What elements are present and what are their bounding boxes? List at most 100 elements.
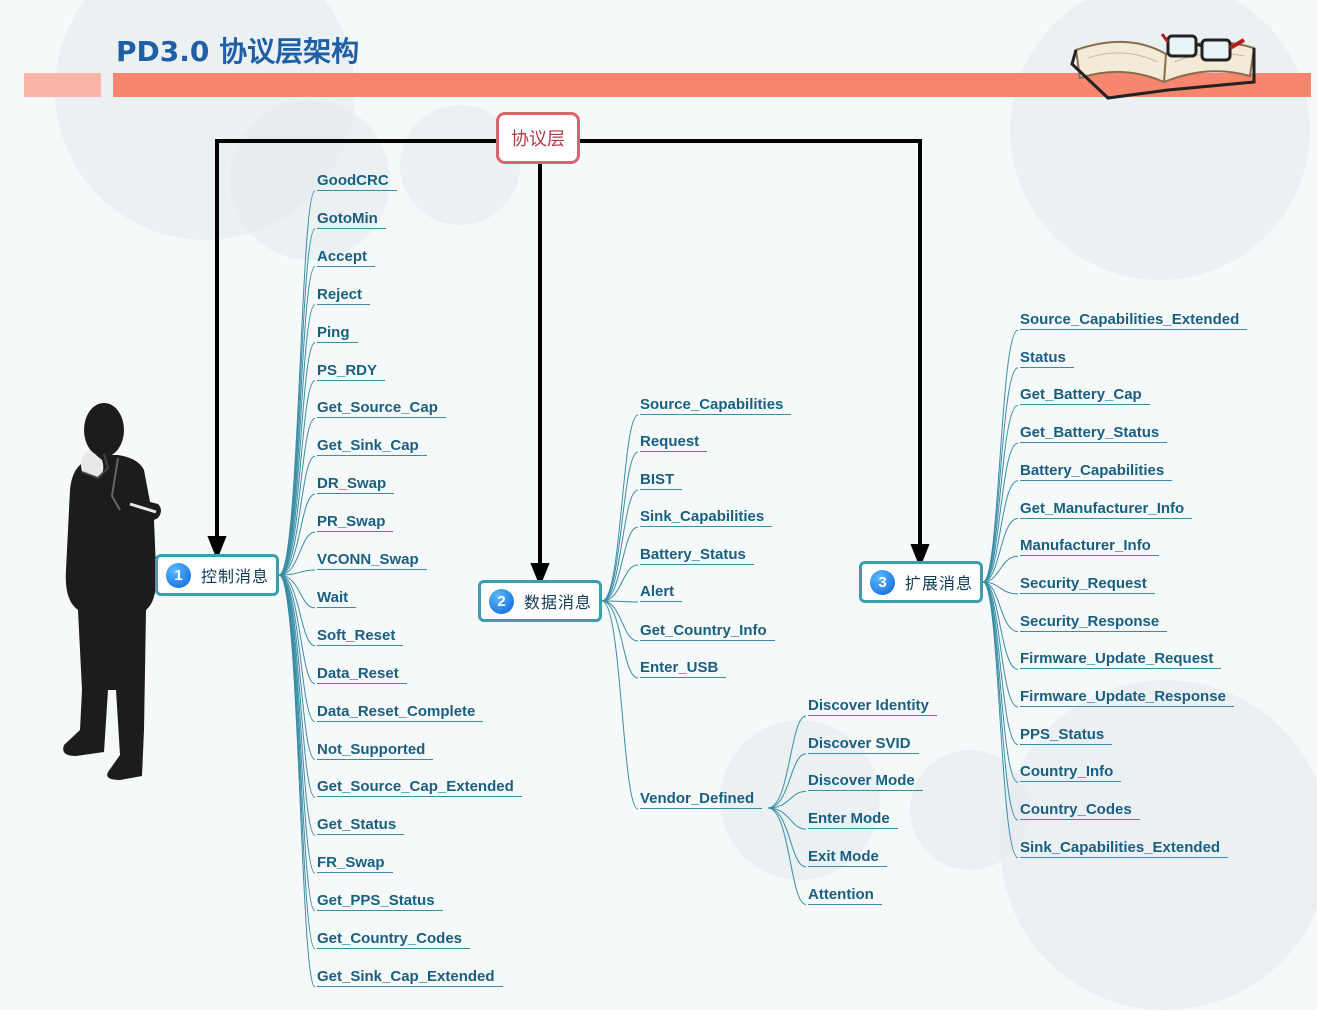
page-title: PD3.0 协议层架构 [116,35,360,68]
category-node-data-messages[interactable]: 2 数据消息 [478,580,602,622]
category-node-control-messages[interactable]: 1 控制消息 [155,554,279,596]
message-leaf[interactable]: Exit Mode [808,848,887,867]
message-leaf[interactable]: FR_Swap [317,854,393,874]
message-leaf[interactable]: BIST [640,471,683,490]
message-leaf[interactable]: Get_Battery_Cap [1020,386,1150,406]
message-leaf[interactable]: Get_Country_Info [640,622,775,641]
branch-line [601,600,639,679]
branch-line [982,480,1019,583]
message-leaf[interactable]: Get_PPS_Status [317,892,443,912]
branch-line [278,342,316,576]
bg-circle [1000,680,1317,1010]
branch-line [982,442,1019,583]
category-label: 控制消息 [201,567,270,586]
category-label: 数据消息 [524,593,593,612]
message-leaf[interactable]: Attention [808,886,882,905]
message-leaf[interactable]: Manufacturer_Info [1020,537,1159,557]
message-leaf[interactable]: Get_Battery_Status [1020,424,1168,444]
message-leaf[interactable]: Firmware_Update_Response [1020,688,1234,707]
message-leaf[interactable]: Get_Source_Cap [317,399,446,419]
branch-line [278,455,316,576]
root-to-control-arrow [207,139,496,560]
bg-circle [720,720,880,880]
message-leaf[interactable]: Discover SVID [808,735,919,754]
number-badge: 1 [166,562,191,588]
branch-line [278,266,316,576]
branch-line [982,581,1019,670]
message-leaf[interactable]: Data_Reset [317,665,407,684]
message-leaf[interactable]: Accept [317,248,376,267]
bg-circle [1010,0,1310,280]
branch-line [278,574,316,685]
message-leaf[interactable]: PS_RDY [317,362,386,381]
message-leaf[interactable]: GoodCRC [317,172,397,191]
message-leaf[interactable]: Battery_Status [640,546,754,565]
message-leaf[interactable]: Get_Sink_Cap_Extended [317,968,503,987]
message-leaf[interactable]: Enter Mode [808,810,898,830]
category-label: 扩展消息 [905,574,974,593]
message-leaf[interactable]: Vendor_Defined [640,790,763,809]
message-leaf[interactable]: Country_Info [1020,763,1122,783]
message-leaf[interactable]: Enter_USB [640,659,727,678]
branch-line [278,228,316,576]
branch-line [278,574,316,609]
message-leaf[interactable]: Data_Reset_Complete [317,703,484,722]
message-leaf[interactable]: PR_Swap [317,513,394,533]
branch-line [982,581,1019,859]
branch-line [278,531,316,576]
branch-line [601,414,639,602]
branch-line [278,493,316,576]
branch-line [982,581,1019,821]
branch-line [601,451,639,602]
branch-line [767,715,807,809]
bg-circle [230,100,390,260]
branch-line [278,574,316,988]
branch-line [767,753,807,809]
message-leaf[interactable]: VCONN_Swap [317,551,427,570]
branch-line [767,807,807,868]
root-node-protocol-layer[interactable]: 协议层 [496,112,580,164]
branch-line [982,404,1019,583]
message-leaf[interactable]: Discover Mode [808,772,923,792]
message-leaf[interactable]: Sink_Capabilities [640,508,773,527]
message-leaf[interactable]: Get_Manufacturer_Info [1020,500,1193,519]
branch-line [278,417,316,576]
message-leaf[interactable]: Country_Codes [1020,801,1140,821]
message-leaf[interactable]: Reject [317,286,371,305]
number-badge: 3 [870,569,895,595]
header-accent-bar [113,73,1311,97]
message-leaf[interactable]: Soft_Reset [317,627,404,646]
message-leaf[interactable]: PPS_Status [1020,726,1113,745]
message-leaf[interactable]: GotoMin [317,210,386,229]
message-leaf[interactable]: Security_Request [1020,575,1155,594]
message-leaf[interactable]: Wait [317,589,357,608]
message-leaf[interactable]: Status [1020,349,1074,368]
branch-line [601,526,639,602]
message-leaf[interactable]: Not_Supported [317,741,434,760]
message-leaf[interactable]: Firmware_Update_Request [1020,650,1222,670]
message-leaf[interactable]: Battery_Capabilities [1020,462,1173,481]
branch-line [767,790,807,809]
message-leaf[interactable]: Ping [317,324,358,343]
branch-line [982,329,1019,583]
message-leaf[interactable]: Get_Country_Codes [317,930,471,949]
branch-line [278,380,316,576]
message-leaf[interactable]: Security_Response [1020,613,1168,632]
branch-line [278,574,316,647]
category-node-extended-messages[interactable]: 3 扩展消息 [859,561,983,603]
message-leaf[interactable]: Get_Status [317,816,405,836]
message-leaf[interactable]: Discover Identity [808,697,937,716]
message-leaf[interactable]: Source_Capabilities [640,396,792,415]
branch-line [278,304,316,576]
branch-line [982,555,1019,583]
message-leaf[interactable]: Get_Sink_Cap [317,437,427,457]
message-leaf[interactable]: Get_Source_Cap_Extended [317,778,522,798]
message-leaf[interactable]: DR_Swap [317,475,395,495]
message-leaf[interactable]: Sink_Capabilities_Extended [1020,839,1229,858]
message-leaf[interactable]: Alert [640,583,683,602]
branch-line [982,581,1019,595]
message-leaf[interactable]: Request [640,433,708,452]
message-leaf[interactable]: Source_Capabilities_Extended [1020,311,1248,330]
businessman-thinking-icon [63,403,162,780]
